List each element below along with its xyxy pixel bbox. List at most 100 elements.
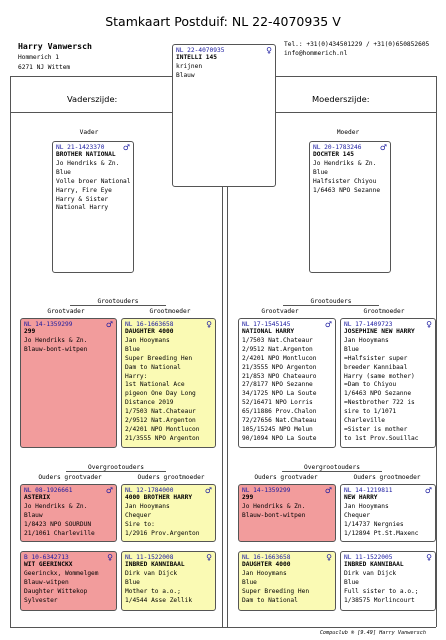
pigeon-line: 1/6463 NPO Sezanne xyxy=(344,390,412,398)
ring-number: NL 21-1423370 xyxy=(56,144,105,151)
pigeon-card-father-father[interactable]: NL 14-1359299 ♂ 299 Jo Hendriks & Zn. Bl… xyxy=(20,318,117,448)
pigeon-line: 27/8177 NPO Sezanne xyxy=(242,381,313,389)
pigeon-line: 1/38575 Morlincourt xyxy=(344,596,415,604)
pigeon-line: Jan Hooymans xyxy=(344,336,389,344)
pigeon-name: INBRED KANNIBAAL xyxy=(125,561,185,568)
label-underline xyxy=(283,305,379,306)
pigeon-line: 1/6463 NPO Sezanne xyxy=(313,186,381,194)
parents-grandfather-label: Ouders grootvader xyxy=(38,474,102,481)
male-icon: ♂ xyxy=(379,143,387,152)
pigeon-card-mother[interactable]: NL 20-1783246 ♂ DOCHTER 145 Jo Hendriks … xyxy=(309,141,391,273)
grandfather-label: Grootvader xyxy=(47,308,85,315)
pigeon-line: 90/1094 NPO La Soute xyxy=(242,434,317,442)
owner-city: 6271 NJ Wittem xyxy=(18,64,71,71)
subject-pigeon-card[interactable]: NL 22-4070935 ♀ INTELLI 145 krijnen Blau… xyxy=(172,44,276,187)
pigeon-line: 1/12894 Pt.St.Maxenc xyxy=(344,529,419,537)
pigeon-line: Jo Hendriks & Zn. xyxy=(24,336,88,344)
pigeon-line: Jo Hendriks & Zn. xyxy=(242,502,306,510)
pigeon-line: Blue xyxy=(344,578,359,586)
male-icon: ♂ xyxy=(424,486,432,495)
pigeon-line: =Dam to Chiyou xyxy=(344,381,397,389)
owner-phone: Tel.: +31(0)434501229 / +31(0)650852605 xyxy=(284,41,430,48)
pigeon-line: Sire to: xyxy=(125,520,155,528)
ring-number: B 10-6342713 xyxy=(24,554,69,561)
pigeon-line: Jan Hooymans xyxy=(125,502,170,510)
pigeon-name: 299 xyxy=(24,328,36,335)
ring-number: NL 20-1783246 xyxy=(313,144,362,151)
male-icon: ♂ xyxy=(324,486,332,495)
center-divider-a xyxy=(222,186,223,627)
female-icon: ♀ xyxy=(326,553,332,562)
male-icon: ♂ xyxy=(105,320,113,329)
grandparents-label-father-side: Grootouders xyxy=(97,298,139,305)
ring-number: NL 12-1784000 xyxy=(125,487,174,494)
ring-number: NL 17-1409723 xyxy=(344,321,393,328)
pigeon-name: DAUGHTER 4000 xyxy=(125,328,174,335)
pigeon-card-ffm[interactable]: B 10-6342713 ♀ WIT GEERINCKX Geerinckx, … xyxy=(20,551,117,611)
pigeon-card-mmm[interactable]: NL 11-1522005 ♀ INBRED KANNIBAAL Dirk va… xyxy=(340,551,436,611)
grandmother-label: Grootmoeder xyxy=(363,308,405,315)
pigeon-line: Dam to National xyxy=(242,596,298,604)
left-border xyxy=(10,76,11,627)
pigeon-line: 105/15245 NPO Melun xyxy=(242,425,313,433)
right-border xyxy=(436,76,437,627)
pigeon-line: Jan Hooymans xyxy=(242,569,287,577)
label-underline xyxy=(70,305,166,306)
footer-divider xyxy=(10,627,436,628)
pigeon-name: ASTERIX xyxy=(24,494,51,501)
pigeon-line: Jan Hooymans xyxy=(125,336,170,344)
pigeon-line: Jo Hendriks & Zn. xyxy=(313,159,377,167)
male-icon: ♂ xyxy=(122,143,130,152)
ring-number: NL 16-1663658 xyxy=(242,554,291,561)
pigeon-name: JOSEPHINE NEW HARRY xyxy=(344,328,415,335)
pigeon-line: 2/4201 NPO Montlucon xyxy=(125,425,200,433)
pigeon-line: Harry & Sister xyxy=(56,195,109,203)
father-side-label: Vaderszijde: xyxy=(67,94,118,104)
female-icon: ♀ xyxy=(426,553,432,562)
pigeon-line: Super Breeding Hen xyxy=(242,587,310,595)
male-icon: ♂ xyxy=(204,486,212,495)
pigeon-card-father-mother[interactable]: NL 16-1663658 ♀ DAUGHTER 4000 Jan Hooyma… xyxy=(121,318,216,448)
pigeon-card-fff[interactable]: NL 08-1926661 ♂ ASTERIX Jo Hendriks & Zn… xyxy=(20,484,117,542)
pigeon-line: 1/14737 Nergnies xyxy=(344,520,404,528)
female-icon: ♀ xyxy=(107,553,113,562)
pigeon-name: DAUGHTER 4000 xyxy=(242,561,291,568)
pigeon-card-fmm[interactable]: NL 11-1522008 ♀ INBRED KANNIBAAL Dirk va… xyxy=(121,551,216,611)
pigeon-line: 34/1725 NPO La Soute xyxy=(242,390,317,398)
ring-number: NL 17-1545145 xyxy=(242,321,291,328)
great-grandparents-label-mother-side: Overgrootouders xyxy=(304,464,360,471)
pigeon-card-mff[interactable]: NL 14-1359299 ♂ 299 Jo Hendriks & Zn. Bl… xyxy=(238,484,336,542)
pigeon-line: Blue xyxy=(56,168,71,176)
pigeon-card-mfm[interactable]: NL 16-1663658 ♀ DAUGHTER 4000 Jan Hooyma… xyxy=(238,551,336,611)
pigeon-name: NATIONAL HARRY xyxy=(242,328,295,335)
pigeon-line: Distance 2019 xyxy=(125,399,174,407)
female-icon: ♀ xyxy=(206,553,212,562)
male-icon: ♂ xyxy=(105,486,113,495)
pigeon-card-fmf[interactable]: NL 12-1784000 ♂ 4000 BROTHER HARRY Jan H… xyxy=(121,484,216,542)
pigeon-line: Jan Hooymans xyxy=(344,502,389,510)
pigeon-line: Harry (same mother) xyxy=(344,372,415,380)
pigeon-line: 21/1061 Charleville xyxy=(24,529,95,537)
pigeon-card-mmf[interactable]: NL 14-1219811 ♂ NEW HARRY Jan Hooymans C… xyxy=(340,484,436,542)
pigeon-line: 2/9512 Nat.Argenton xyxy=(125,417,196,425)
pigeon-card-father[interactable]: NL 21-1423370 ♂ BROTHER NATIONAL Jo Hend… xyxy=(52,141,134,273)
ring-number: NL 14-1219811 xyxy=(344,487,393,494)
owner-email: info@hommerich.nl xyxy=(284,50,348,57)
pigeon-line: Blue xyxy=(242,578,257,586)
pigeon-line: pigeon One Day Long xyxy=(125,390,196,398)
pigeon-line: Mother to a.o.; xyxy=(125,587,181,595)
pigeon-line: Jo Hendriks & Zn. xyxy=(56,159,120,167)
pigeon-line: 1/7503 Nat.Chateaur xyxy=(125,408,196,416)
pigeon-line: =Halfsister super xyxy=(344,354,408,362)
pigeon-line: Blauw xyxy=(24,511,43,519)
pigeon-card-mother-mother[interactable]: NL 17-1409723 ♀ JOSEPHINE NEW HARRY Jan … xyxy=(340,318,436,448)
pigeon-card-mother-father[interactable]: NL 17-1545145 ♂ NATIONAL HARRY 1/7503 Na… xyxy=(238,318,336,448)
subject-name: INTELLI 145 xyxy=(176,54,217,61)
male-icon: ♂ xyxy=(324,320,332,329)
footer-credit: Compuclub ® [9.49] Harry Vanwersch xyxy=(319,630,426,636)
pigeon-line: Harry: xyxy=(125,372,148,380)
grandfather-label: Grootvader xyxy=(261,308,299,315)
pigeon-line: =Nestbrother 722 is xyxy=(344,399,415,407)
pigeon-line: 1/4544 Asse Zellik xyxy=(125,596,193,604)
female-icon: ♀ xyxy=(426,320,432,329)
